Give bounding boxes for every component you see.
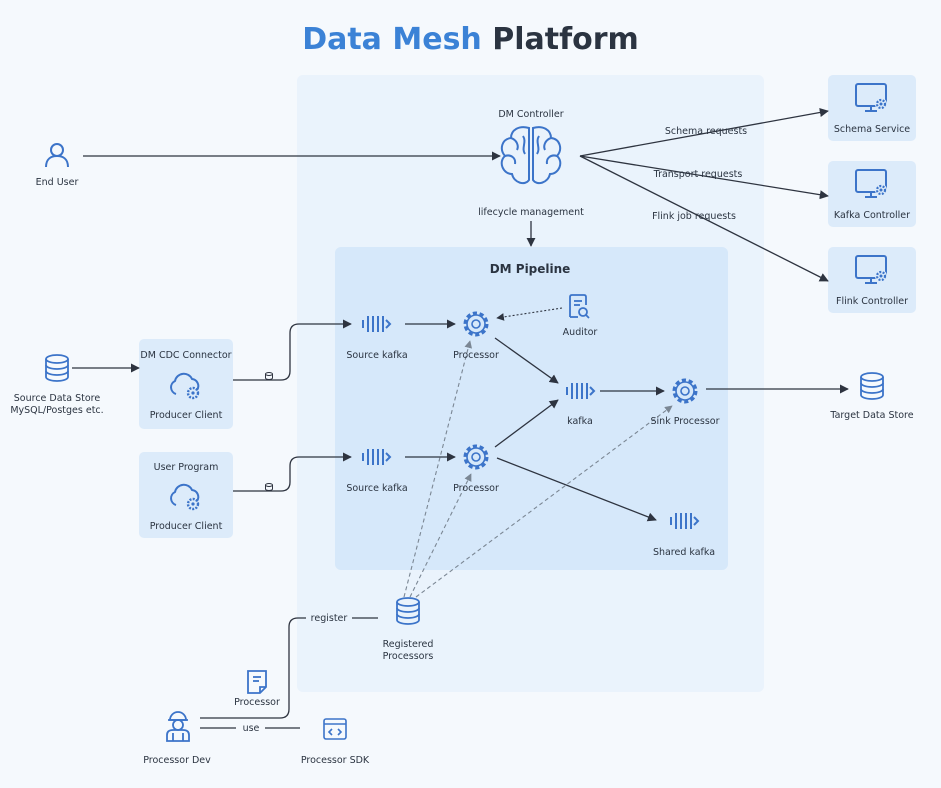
kafka-label: kafka: [567, 416, 593, 427]
auditor-to-processor-dotted: [496, 307, 563, 321]
processor-file-icon: [247, 670, 267, 694]
end-user-label: End User: [36, 177, 79, 188]
processor-2-label: Processor: [453, 483, 499, 494]
source-store-label-2: MySQL/Postges etc.: [10, 405, 103, 416]
processor-1-to-kafka-arrow: [494, 337, 559, 384]
flink-requests-label: Flink job requests: [652, 211, 736, 222]
database-icon: [45, 354, 69, 382]
shared-kafka-label: Shared kafka: [653, 547, 715, 558]
dm-pipeline-title: DM Pipeline: [490, 262, 571, 276]
auditor-doc-search-icon: [569, 294, 590, 319]
registered-label-2: Processors: [383, 651, 434, 662]
page-title: Data Mesh Platform: [0, 22, 941, 57]
target-store-label: Target Data Store: [829, 410, 913, 421]
flink-requests-arrow: [579, 155, 829, 282]
register-connector: [200, 617, 306, 719]
processor-sdk-label: Processor SDK: [301, 755, 370, 766]
processor-1-label: Processor: [453, 350, 499, 361]
source-store-label-1: Source Data Store: [14, 393, 101, 404]
processor-file-label: Processor: [234, 697, 280, 708]
registered-label-1: Registered: [383, 639, 434, 650]
sink-processor-label: Sink Processor: [651, 416, 720, 427]
title-part-data-mesh: Data Mesh: [302, 22, 482, 57]
dm-controller-label: DM Controller: [498, 109, 563, 120]
lifecycle-label: lifecycle management: [478, 207, 584, 218]
registry-to-processor-1-dashed: [403, 340, 472, 598]
cdc-connector-label: DM CDC Connector: [140, 350, 231, 361]
kafka-controller-label: Kafka Controller: [834, 210, 910, 221]
developer-worker-icon: [166, 711, 190, 742]
registry-to-sink-dashed: [415, 405, 673, 598]
schema-requests-label: Schema requests: [665, 126, 747, 137]
title-part-platform: Platform: [492, 22, 639, 57]
mini-db-icon: [265, 483, 273, 491]
schema-requests-arrow: [579, 107, 829, 157]
processor-2-to-shared-kafka-arrow: [496, 457, 657, 522]
processor-2-to-kafka-arrow: [494, 399, 559, 448]
processor-dev-label: Processor Dev: [143, 755, 211, 766]
user-program-to-source-kafka-arrow: [233, 452, 352, 492]
mini-db-icon: [265, 372, 273, 380]
brain-icon: [500, 126, 562, 185]
auditor-label: Auditor: [563, 327, 598, 338]
cdc-to-source-kafka-arrow: [233, 319, 352, 381]
user-program-label: User Program: [154, 462, 219, 473]
register-label: register: [311, 613, 348, 624]
dm-pipeline-panel: [335, 247, 728, 570]
transport-requests-label: Transport requests: [653, 169, 743, 180]
producer-client-2-label: Producer Client: [150, 521, 223, 532]
person-icon: [45, 143, 69, 168]
database-icon: [860, 372, 884, 400]
cdc-connector-card[interactable]: [139, 339, 233, 429]
use-label: use: [243, 723, 260, 734]
source-kafka-1-label: Source kafka: [346, 350, 407, 361]
flink-controller-label: Flink Controller: [836, 296, 908, 307]
transport-requests-arrow: [579, 155, 829, 200]
user-program-card[interactable]: [139, 452, 233, 538]
schema-service-label: Schema Service: [834, 124, 910, 135]
producer-client-1-label: Producer Client: [150, 410, 223, 421]
sdk-code-icon: [323, 718, 347, 740]
source-kafka-2-label: Source kafka: [346, 483, 407, 494]
registry-to-processor-2-dashed: [409, 473, 472, 598]
